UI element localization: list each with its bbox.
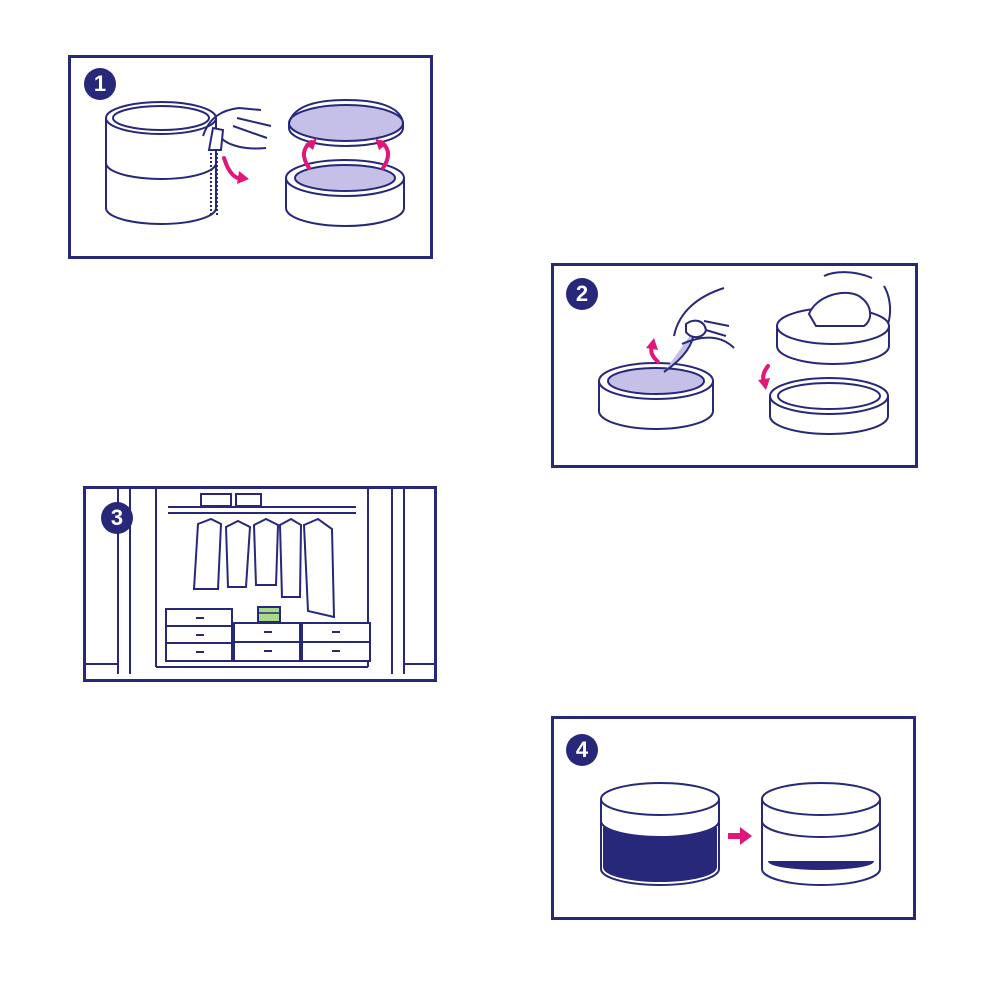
- step-number-badge: 2: [566, 278, 598, 310]
- step-2-panel: 2: [551, 263, 918, 468]
- step-4-illustration: [600, 782, 881, 886]
- step-number-badge: 1: [84, 68, 116, 100]
- step-1-panel: 1: [68, 55, 433, 259]
- step-number-badge: 4: [566, 734, 598, 766]
- step-1-illustration: [105, 98, 405, 227]
- step-3-panel: 3: [83, 486, 437, 682]
- step-4-panel: 4: [551, 716, 916, 920]
- step-3-illustration: [86, 489, 434, 674]
- step-number-badge: 3: [101, 502, 133, 534]
- step-2-illustration: [598, 271, 892, 435]
